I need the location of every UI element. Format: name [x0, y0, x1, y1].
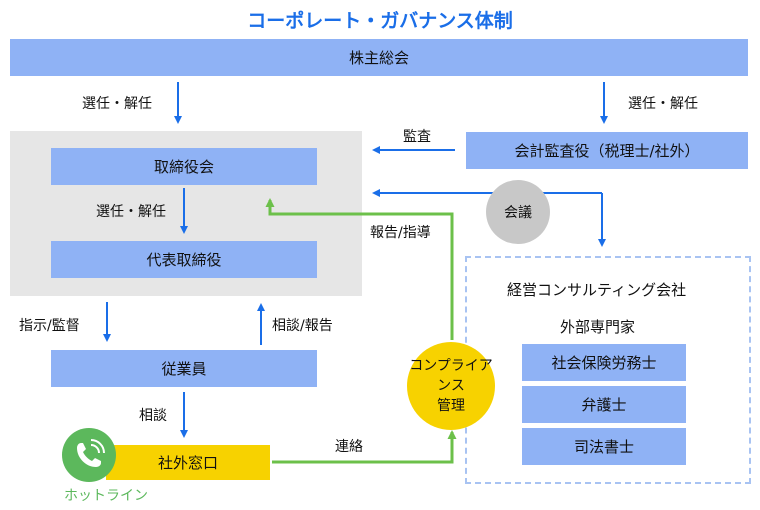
label-audit: 監査 [403, 129, 431, 145]
label-consult-report: 相談/報告 [272, 318, 333, 334]
judicial-scrivener-box: 司法書士 [522, 428, 686, 465]
representative-director-box: 代表取締役 [51, 241, 317, 278]
compliance-circle: コンプライアンス 管理 [407, 342, 495, 430]
labor-consultant-box: 社会保険労務士 [522, 344, 686, 381]
consulting-company-label: 経営コンサルティング会社 [507, 281, 687, 299]
shareholders-meeting-box: 株主総会 [10, 39, 748, 76]
hotline-phone-icon [62, 428, 116, 482]
arrow-report-guide [265, 198, 454, 340]
label-elect-dismiss-inner: 選任・解任 [96, 204, 166, 220]
meeting-circle: 会議 [486, 180, 550, 244]
arrow-liaison [272, 430, 457, 464]
label-elect-dismiss-right: 選任・解任 [628, 96, 698, 112]
phone-icon [77, 439, 105, 467]
label-instruct-supervise: 指示/監督 [19, 318, 80, 334]
board-of-directors-box: 取締役会 [51, 148, 317, 185]
label-report-guide: 報告/指導 [370, 225, 431, 241]
lawyer-box: 弁護士 [522, 386, 686, 423]
external-experts-label: 外部専門家 [560, 318, 636, 336]
label-elect-dismiss-left: 選任・解任 [82, 96, 152, 112]
label-liaison: 連絡 [335, 439, 363, 455]
label-consult: 相談 [139, 408, 167, 424]
employees-box: 従業員 [51, 350, 317, 387]
hotline-label: ホットライン [64, 488, 148, 504]
compliance-label: コンプライアンス 管理 [409, 358, 493, 414]
external-window-box: 社外窓口 [106, 445, 270, 480]
accounting-auditor-box: 会計監査役（税理士/社外） [466, 132, 748, 169]
page-title: コーポレート・ガバナンス体制 [247, 10, 513, 32]
